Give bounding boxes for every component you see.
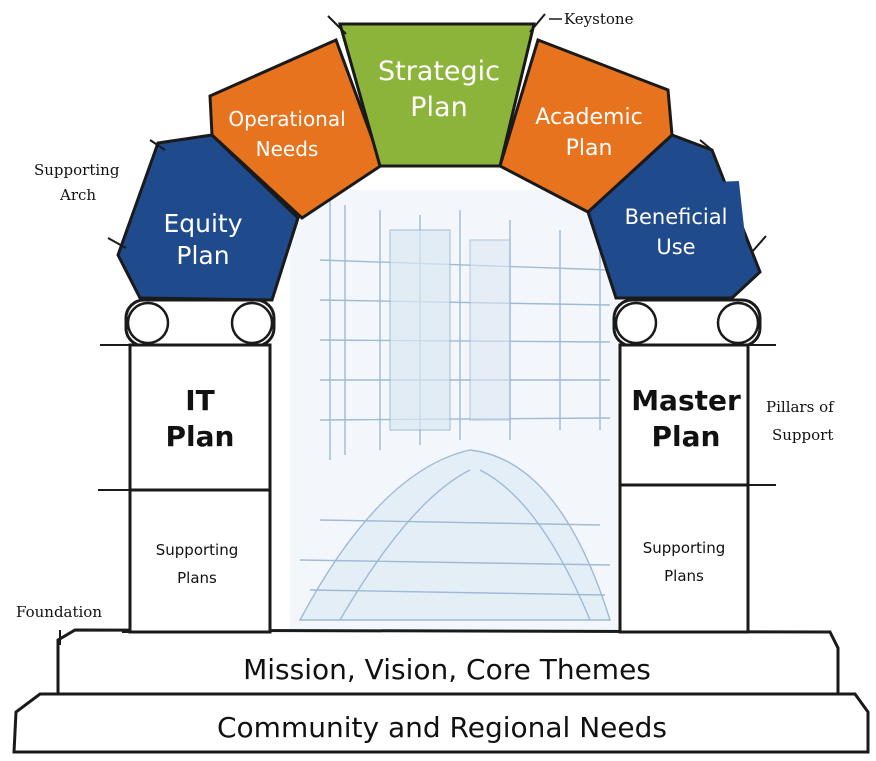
it-plan-line2: Plan [166, 420, 235, 453]
left-pillar-top-block [128, 343, 272, 492]
supporting-arch-annotation-line1: Supporting [34, 161, 120, 179]
equity-plan-line2: Plan [176, 241, 229, 270]
beneficial-use-line2: Use [656, 235, 695, 259]
right-pillar: Master Plan Supporting Plans [612, 298, 762, 634]
beneficial-use-inner [596, 180, 750, 288]
pillars-annotation-line2: Support [772, 426, 833, 444]
base-lower-label: Community and Regional Needs [217, 711, 667, 744]
strategic-plan-keystone: Strategic Plan [338, 22, 536, 168]
left-supporting-line1: Supporting [156, 541, 239, 559]
operational-needs-shape [208, 37, 384, 220]
right-pillar-top-block [618, 343, 750, 487]
supporting-arch-annotation-line2: Arch [59, 186, 96, 204]
academic-plan-line2: Plan [566, 136, 613, 161]
building-sketch [290, 190, 620, 630]
foundation: Mission, Vision, Core Themes Community a… [12, 628, 870, 754]
base-lower-block [12, 692, 870, 754]
master-plan-line2: Plan [652, 420, 721, 453]
beneficial-use-block: Beneficial Use [586, 133, 762, 300]
left-pillar-bottom-block [128, 488, 272, 634]
strategic-plan-shape [338, 22, 536, 168]
it-plan-line1: IT [185, 384, 215, 417]
annotations: Keystone Supporting Arch Pillars of Supp… [16, 10, 835, 621]
operational-needs-block: Operational Needs [208, 37, 384, 220]
strategic-plan-line1: Strategic [378, 56, 500, 87]
academic-plan-line1: Academic [535, 105, 642, 130]
right-supporting-line2: Plans [664, 567, 704, 585]
equity-plan-block: Equity Plan [116, 133, 300, 302]
equity-plan-shape [116, 133, 300, 302]
operational-needs-line1: Operational [228, 107, 345, 131]
sketch-ticks [59, 13, 790, 645]
equity-plan-line1: Equity [163, 209, 242, 238]
beneficial-use-line1: Beneficial [625, 205, 728, 229]
operational-needs-line2: Needs [256, 137, 319, 161]
master-plan-line1: Master [631, 384, 741, 417]
base-upper-label: Mission, Vision, Core Themes [243, 653, 651, 686]
right-pillar-bottom-block [618, 483, 750, 634]
pillars-annotation-line1: Pillars of [766, 398, 835, 416]
right-supporting-line1: Supporting [643, 539, 726, 557]
strategic-plan-line2: Plan [410, 92, 467, 123]
foundation-annotation: Foundation [16, 603, 102, 621]
keystone-annotation: Keystone [564, 10, 634, 28]
left-pillar: IT Plan Supporting Plans [124, 298, 276, 634]
left-supporting-line2: Plans [177, 569, 217, 587]
